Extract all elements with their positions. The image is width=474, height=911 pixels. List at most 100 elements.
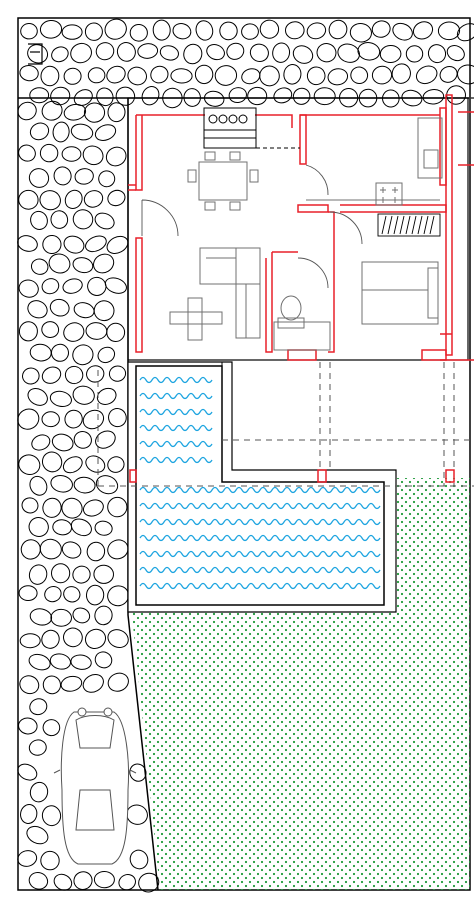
cobblestone bbox=[87, 67, 106, 84]
cobblestone bbox=[172, 23, 192, 40]
cobblestone bbox=[141, 86, 160, 106]
cobblestone bbox=[107, 102, 126, 123]
cobblestone bbox=[72, 344, 94, 366]
cobblestone bbox=[371, 20, 391, 38]
cobblestone bbox=[40, 65, 60, 87]
cobblestone bbox=[18, 454, 41, 475]
cobblestone bbox=[70, 654, 92, 670]
cobblestone bbox=[107, 629, 129, 648]
cobblestone bbox=[107, 539, 129, 560]
wardrobe bbox=[377, 213, 441, 237]
cobblestone bbox=[415, 65, 438, 85]
cobblestone bbox=[94, 520, 113, 536]
cobblestone bbox=[129, 23, 148, 42]
cobblestone bbox=[48, 253, 71, 274]
cobblestone bbox=[72, 565, 91, 584]
cobblestone bbox=[30, 210, 48, 230]
cobblestone bbox=[84, 22, 103, 41]
cobblestone bbox=[107, 585, 130, 607]
cobblestone bbox=[21, 497, 39, 514]
cobblestone bbox=[31, 434, 51, 451]
cobblestone bbox=[412, 21, 434, 40]
cobblestone bbox=[138, 872, 160, 893]
cobblestone bbox=[127, 66, 147, 86]
stone-wall-left bbox=[17, 100, 160, 893]
cobblestone bbox=[96, 387, 117, 405]
cobblestone bbox=[20, 22, 38, 40]
cobblestone bbox=[259, 65, 280, 87]
cobblestone bbox=[50, 475, 73, 493]
water-wave bbox=[139, 518, 381, 526]
cobblestone bbox=[95, 475, 119, 495]
cobblestone bbox=[70, 42, 92, 64]
cobblestone bbox=[129, 849, 149, 870]
cobblestone bbox=[41, 321, 60, 339]
cobblestone bbox=[29, 343, 52, 362]
cobblestone bbox=[249, 43, 269, 62]
cobblestone bbox=[53, 166, 72, 186]
cobblestone bbox=[41, 629, 60, 649]
cobblestone bbox=[50, 86, 71, 106]
cobblestone bbox=[73, 476, 96, 494]
cobblestone bbox=[159, 45, 179, 61]
cobblestone bbox=[18, 189, 39, 210]
cobblestone bbox=[292, 45, 314, 64]
water-wave bbox=[139, 392, 213, 400]
cobblestone bbox=[439, 65, 458, 83]
cobblestone bbox=[401, 89, 423, 107]
cobblestone bbox=[150, 65, 169, 84]
staircase bbox=[203, 107, 300, 149]
cobblestone bbox=[95, 430, 116, 449]
water-wave bbox=[139, 502, 381, 510]
pool-outline bbox=[135, 365, 385, 606]
water-wave bbox=[139, 456, 213, 464]
cobblestone bbox=[19, 675, 40, 695]
cobblestone bbox=[371, 65, 393, 85]
cobblestone bbox=[328, 19, 348, 40]
cobblestone bbox=[28, 168, 50, 188]
cobblestone bbox=[93, 253, 115, 274]
water-wave bbox=[139, 408, 213, 416]
cobblestone bbox=[26, 825, 49, 845]
cobblestone bbox=[42, 719, 61, 737]
cobblestone bbox=[73, 302, 95, 319]
cobblestone bbox=[63, 322, 85, 342]
cobblestone bbox=[61, 146, 82, 162]
cobblestone bbox=[28, 871, 49, 890]
cobblestone bbox=[108, 365, 127, 382]
cobblestone bbox=[104, 18, 127, 40]
cobblestone bbox=[427, 44, 447, 64]
cobblestone bbox=[41, 366, 62, 384]
cobblestone bbox=[82, 499, 104, 517]
cobblestone bbox=[228, 87, 247, 104]
cobblestone bbox=[29, 122, 50, 141]
cobblestone bbox=[137, 43, 159, 59]
cobblestone bbox=[106, 65, 126, 84]
cobblestone bbox=[93, 870, 115, 889]
cobblestone bbox=[105, 146, 127, 167]
cobblestone bbox=[106, 322, 126, 342]
cobblestone bbox=[73, 871, 93, 890]
cobblestone bbox=[107, 456, 125, 473]
cobblestone bbox=[327, 68, 349, 86]
cobblestone bbox=[27, 44, 49, 64]
water-wave bbox=[139, 424, 213, 432]
cobblestone bbox=[51, 563, 71, 584]
cobblestone bbox=[170, 68, 193, 84]
cobblestone bbox=[115, 86, 136, 106]
cobblestone bbox=[247, 86, 268, 106]
door-swings bbox=[141, 164, 363, 289]
cobblestone bbox=[29, 608, 53, 626]
cobblestone bbox=[40, 850, 60, 871]
cobblestone bbox=[18, 144, 36, 162]
cobblestone bbox=[42, 234, 62, 255]
cobblestone bbox=[85, 322, 108, 340]
cobblestone bbox=[52, 519, 73, 536]
cobblestone bbox=[72, 385, 95, 405]
cobblestone bbox=[74, 168, 94, 185]
cobblestone bbox=[108, 408, 127, 428]
cobblestone bbox=[405, 45, 424, 63]
cobblestone bbox=[118, 874, 136, 891]
cobblestone bbox=[70, 518, 92, 537]
cobblestone bbox=[446, 85, 466, 105]
